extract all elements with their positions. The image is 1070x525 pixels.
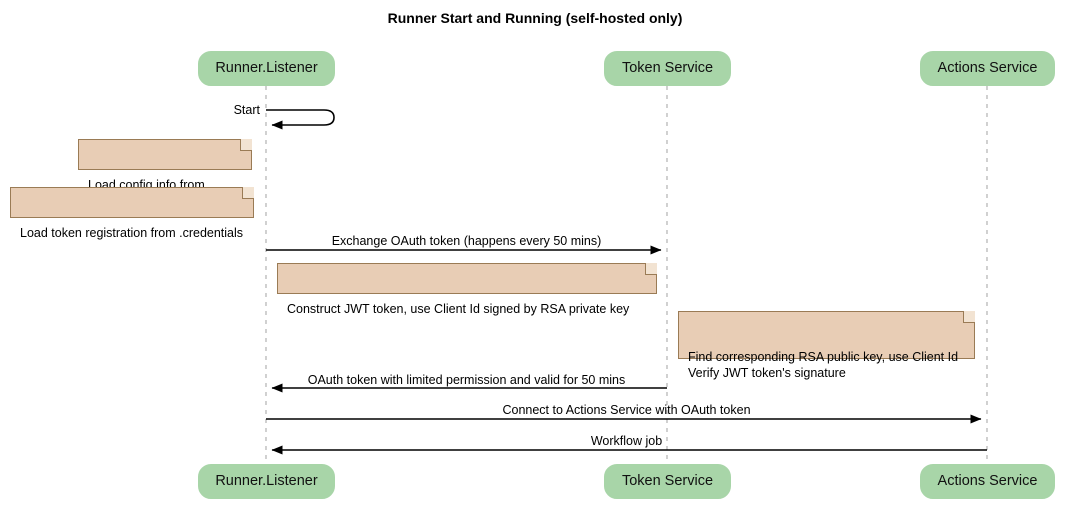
- note-load-token-registration: Load token registration from .credential…: [10, 187, 254, 240]
- participant-token-service-top[interactable]: Token Service: [604, 51, 731, 86]
- note-fold-corner-icon: [242, 187, 254, 199]
- note-construct-jwt-text: Construct JWT token, use Client Id signe…: [287, 302, 630, 316]
- note-construct-jwt: Construct JWT token, use Client Id signe…: [277, 263, 657, 316]
- message-label-workflow-job: Workflow job: [590, 434, 663, 448]
- message-label-start: Start: [233, 103, 260, 117]
- participant-actions-service-bottom[interactable]: Actions Service: [920, 464, 1055, 499]
- message-label-connect-actions-service: Connect to Actions Service with OAuth to…: [502, 403, 751, 417]
- arrow-msg-start: [266, 109, 335, 130]
- note-fold-corner-icon: [645, 263, 657, 275]
- page-title: Runner Start and Running (self-hosted on…: [387, 10, 683, 26]
- note-load-token-registration-text: Load token registration from .credential…: [20, 226, 244, 240]
- participant-token-service-bottom[interactable]: Token Service: [604, 464, 731, 499]
- participant-runner-listener-top[interactable]: Runner.Listener: [198, 51, 335, 86]
- note-fold-corner-icon: [240, 139, 252, 151]
- participant-runner-listener-bottom[interactable]: Runner.Listener: [198, 464, 335, 499]
- note-verify-jwt-text: Find corresponding RSA public key, use C…: [688, 350, 959, 380]
- message-label-oauth-token-response: OAuth token with limited permission and …: [307, 373, 626, 387]
- participant-actions-service-top[interactable]: Actions Service: [920, 51, 1055, 86]
- note-load-config: Load config info from .runner: [78, 139, 252, 208]
- message-label-exchange-oauth-token: Exchange OAuth token (happens every 50 m…: [331, 234, 602, 248]
- note-fold-corner-icon: [963, 311, 975, 323]
- note-verify-jwt: Find corresponding RSA public key, use C…: [678, 311, 975, 380]
